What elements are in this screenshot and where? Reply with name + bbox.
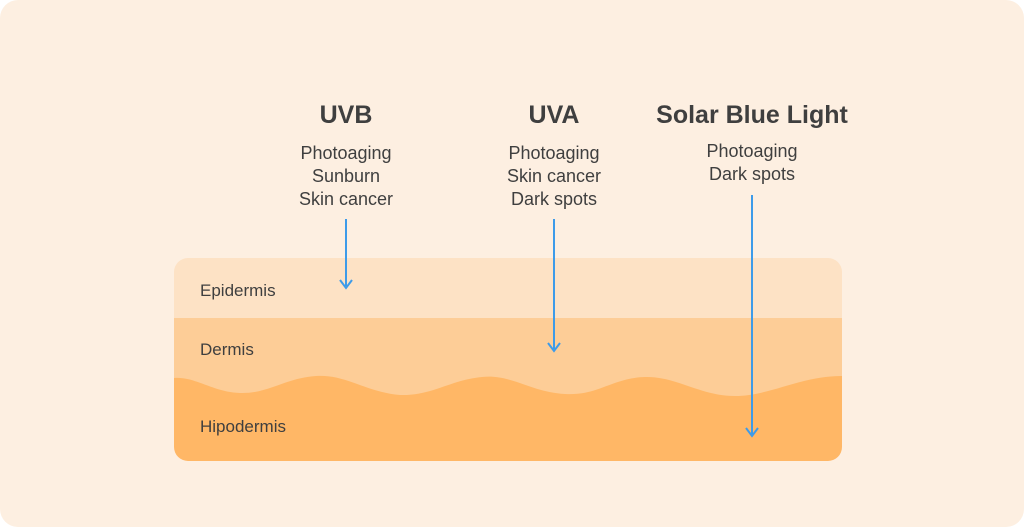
uva-title: UVA — [528, 101, 580, 129]
uvb-effect: Sunburn — [311, 166, 381, 186]
uva-arrow — [547, 219, 561, 353]
uvb-effect: Photoaging — [300, 143, 392, 163]
uvb-effects-list: Photoaging Sunburn Skin cancer — [216, 142, 476, 211]
uva-column: UVA Photoaging Skin cancer Dark spots — [424, 98, 684, 211]
solar-blue-light-effect: Dark spots — [708, 164, 796, 184]
hipodermis-layer — [174, 375, 842, 461]
uvb-arrow — [339, 219, 353, 290]
epidermis-label: Epidermis — [200, 281, 276, 300]
uva-effect: Photoaging — [508, 143, 600, 163]
dermis-label: Dermis — [200, 340, 254, 359]
uvb-title: UVB — [319, 101, 373, 129]
solar-blue-light-effects-list: Photoaging Dark spots — [622, 140, 882, 186]
uva-effects-list: Photoaging Skin cancer Dark spots — [424, 142, 684, 211]
uvb-column: UVB Photoaging Sunburn Skin cancer — [216, 98, 476, 211]
uva-effect: Skin cancer — [506, 166, 602, 186]
solar-blue-light-column: Solar Blue Light Photoaging Dark spots — [622, 98, 882, 186]
uva-effect: Dark spots — [510, 189, 598, 209]
hipodermis-label: Hipodermis — [200, 417, 286, 436]
solar-blue-light-arrow — [745, 195, 759, 438]
solar-blue-light-effect: Photoaging — [706, 141, 798, 161]
epidermis-layer — [174, 258, 842, 318]
uvb-effect: Skin cancer — [298, 189, 394, 209]
solar-blue-light-title: Solar Blue Light — [656, 101, 848, 129]
